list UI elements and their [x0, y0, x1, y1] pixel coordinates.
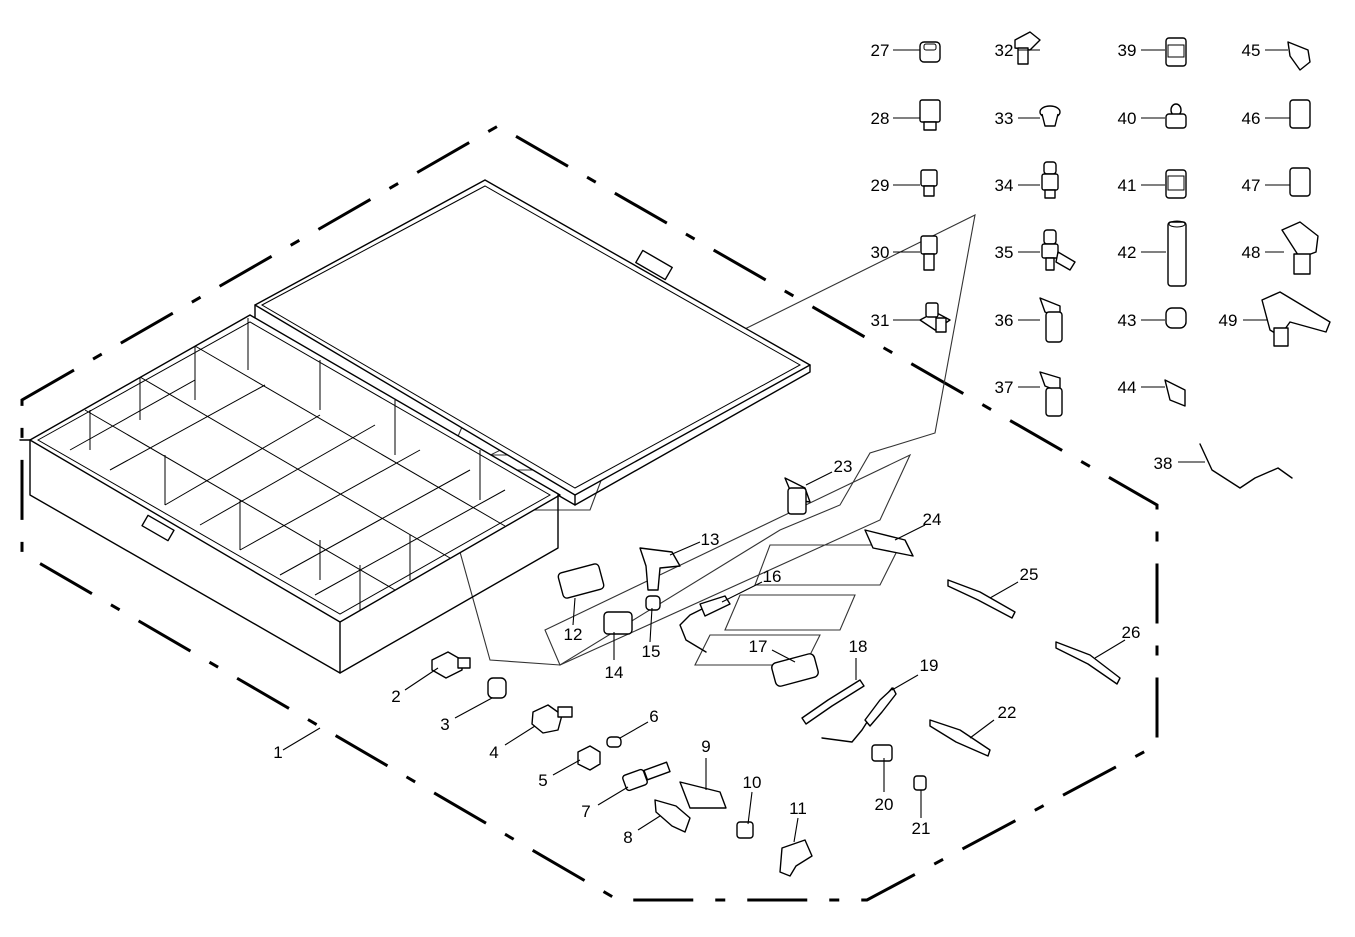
callout-8: 8 [623, 828, 632, 847]
callout-29: 29 [871, 176, 890, 195]
callout-37: 37 [995, 378, 1014, 397]
callout-34: 34 [995, 176, 1014, 195]
callout-1: 1 [273, 743, 282, 762]
hydraulic-fitting-icon [431, 31, 1331, 877]
callout-49: 49 [1219, 311, 1238, 330]
callout-30: 30 [871, 243, 890, 262]
callout-18: 18 [849, 637, 868, 656]
callout-31: 31 [871, 311, 890, 330]
callout-35: 35 [995, 243, 1014, 262]
callout-23: 23 [834, 457, 853, 476]
callout-43: 43 [1118, 311, 1137, 330]
callout-42: 42 [1118, 243, 1137, 262]
callout-7: 7 [581, 802, 590, 821]
callout-17: 17 [749, 637, 768, 656]
callout-38: 38 [1154, 454, 1173, 473]
callout-12: 12 [564, 625, 583, 644]
callout-41: 41 [1118, 176, 1137, 195]
callout-48: 48 [1242, 243, 1261, 262]
callout-46: 46 [1242, 109, 1261, 128]
callout-44: 44 [1118, 378, 1137, 397]
callout-11: 11 [789, 799, 807, 818]
kit-boundary-outline [20, 124, 1159, 902]
callout-32: 32 [995, 41, 1014, 60]
callout-40: 40 [1118, 109, 1137, 128]
callout-28: 28 [871, 109, 890, 128]
callout-4: 4 [489, 743, 498, 762]
callout-22: 22 [998, 703, 1017, 722]
callout-21: 21 [912, 819, 931, 838]
callout-10: 10 [743, 773, 762, 792]
callout-15: 15 [642, 642, 661, 661]
callout-25: 25 [1020, 565, 1039, 584]
callout-47: 47 [1242, 176, 1261, 195]
callout-6: 6 [649, 707, 658, 726]
callout-33: 33 [995, 109, 1014, 128]
callout-19: 19 [920, 656, 939, 675]
callout-24: 24 [923, 510, 942, 529]
callout-39: 39 [1118, 41, 1137, 60]
callout-13: 13 [701, 530, 720, 549]
callout-27: 27 [871, 41, 890, 60]
callout-20: 20 [875, 795, 894, 814]
callout-36: 36 [995, 311, 1014, 330]
callout-45: 45 [1242, 41, 1261, 60]
callout-3: 3 [440, 715, 449, 734]
callout-5: 5 [538, 771, 547, 790]
callout-9: 9 [701, 737, 710, 756]
parts-box-icon [19, 179, 811, 674]
callout-16: 16 [763, 567, 782, 586]
callout-2: 2 [391, 687, 400, 706]
callout-14: 14 [605, 663, 624, 682]
callout-26: 26 [1122, 623, 1141, 642]
leader-lines [282, 49, 1290, 843]
